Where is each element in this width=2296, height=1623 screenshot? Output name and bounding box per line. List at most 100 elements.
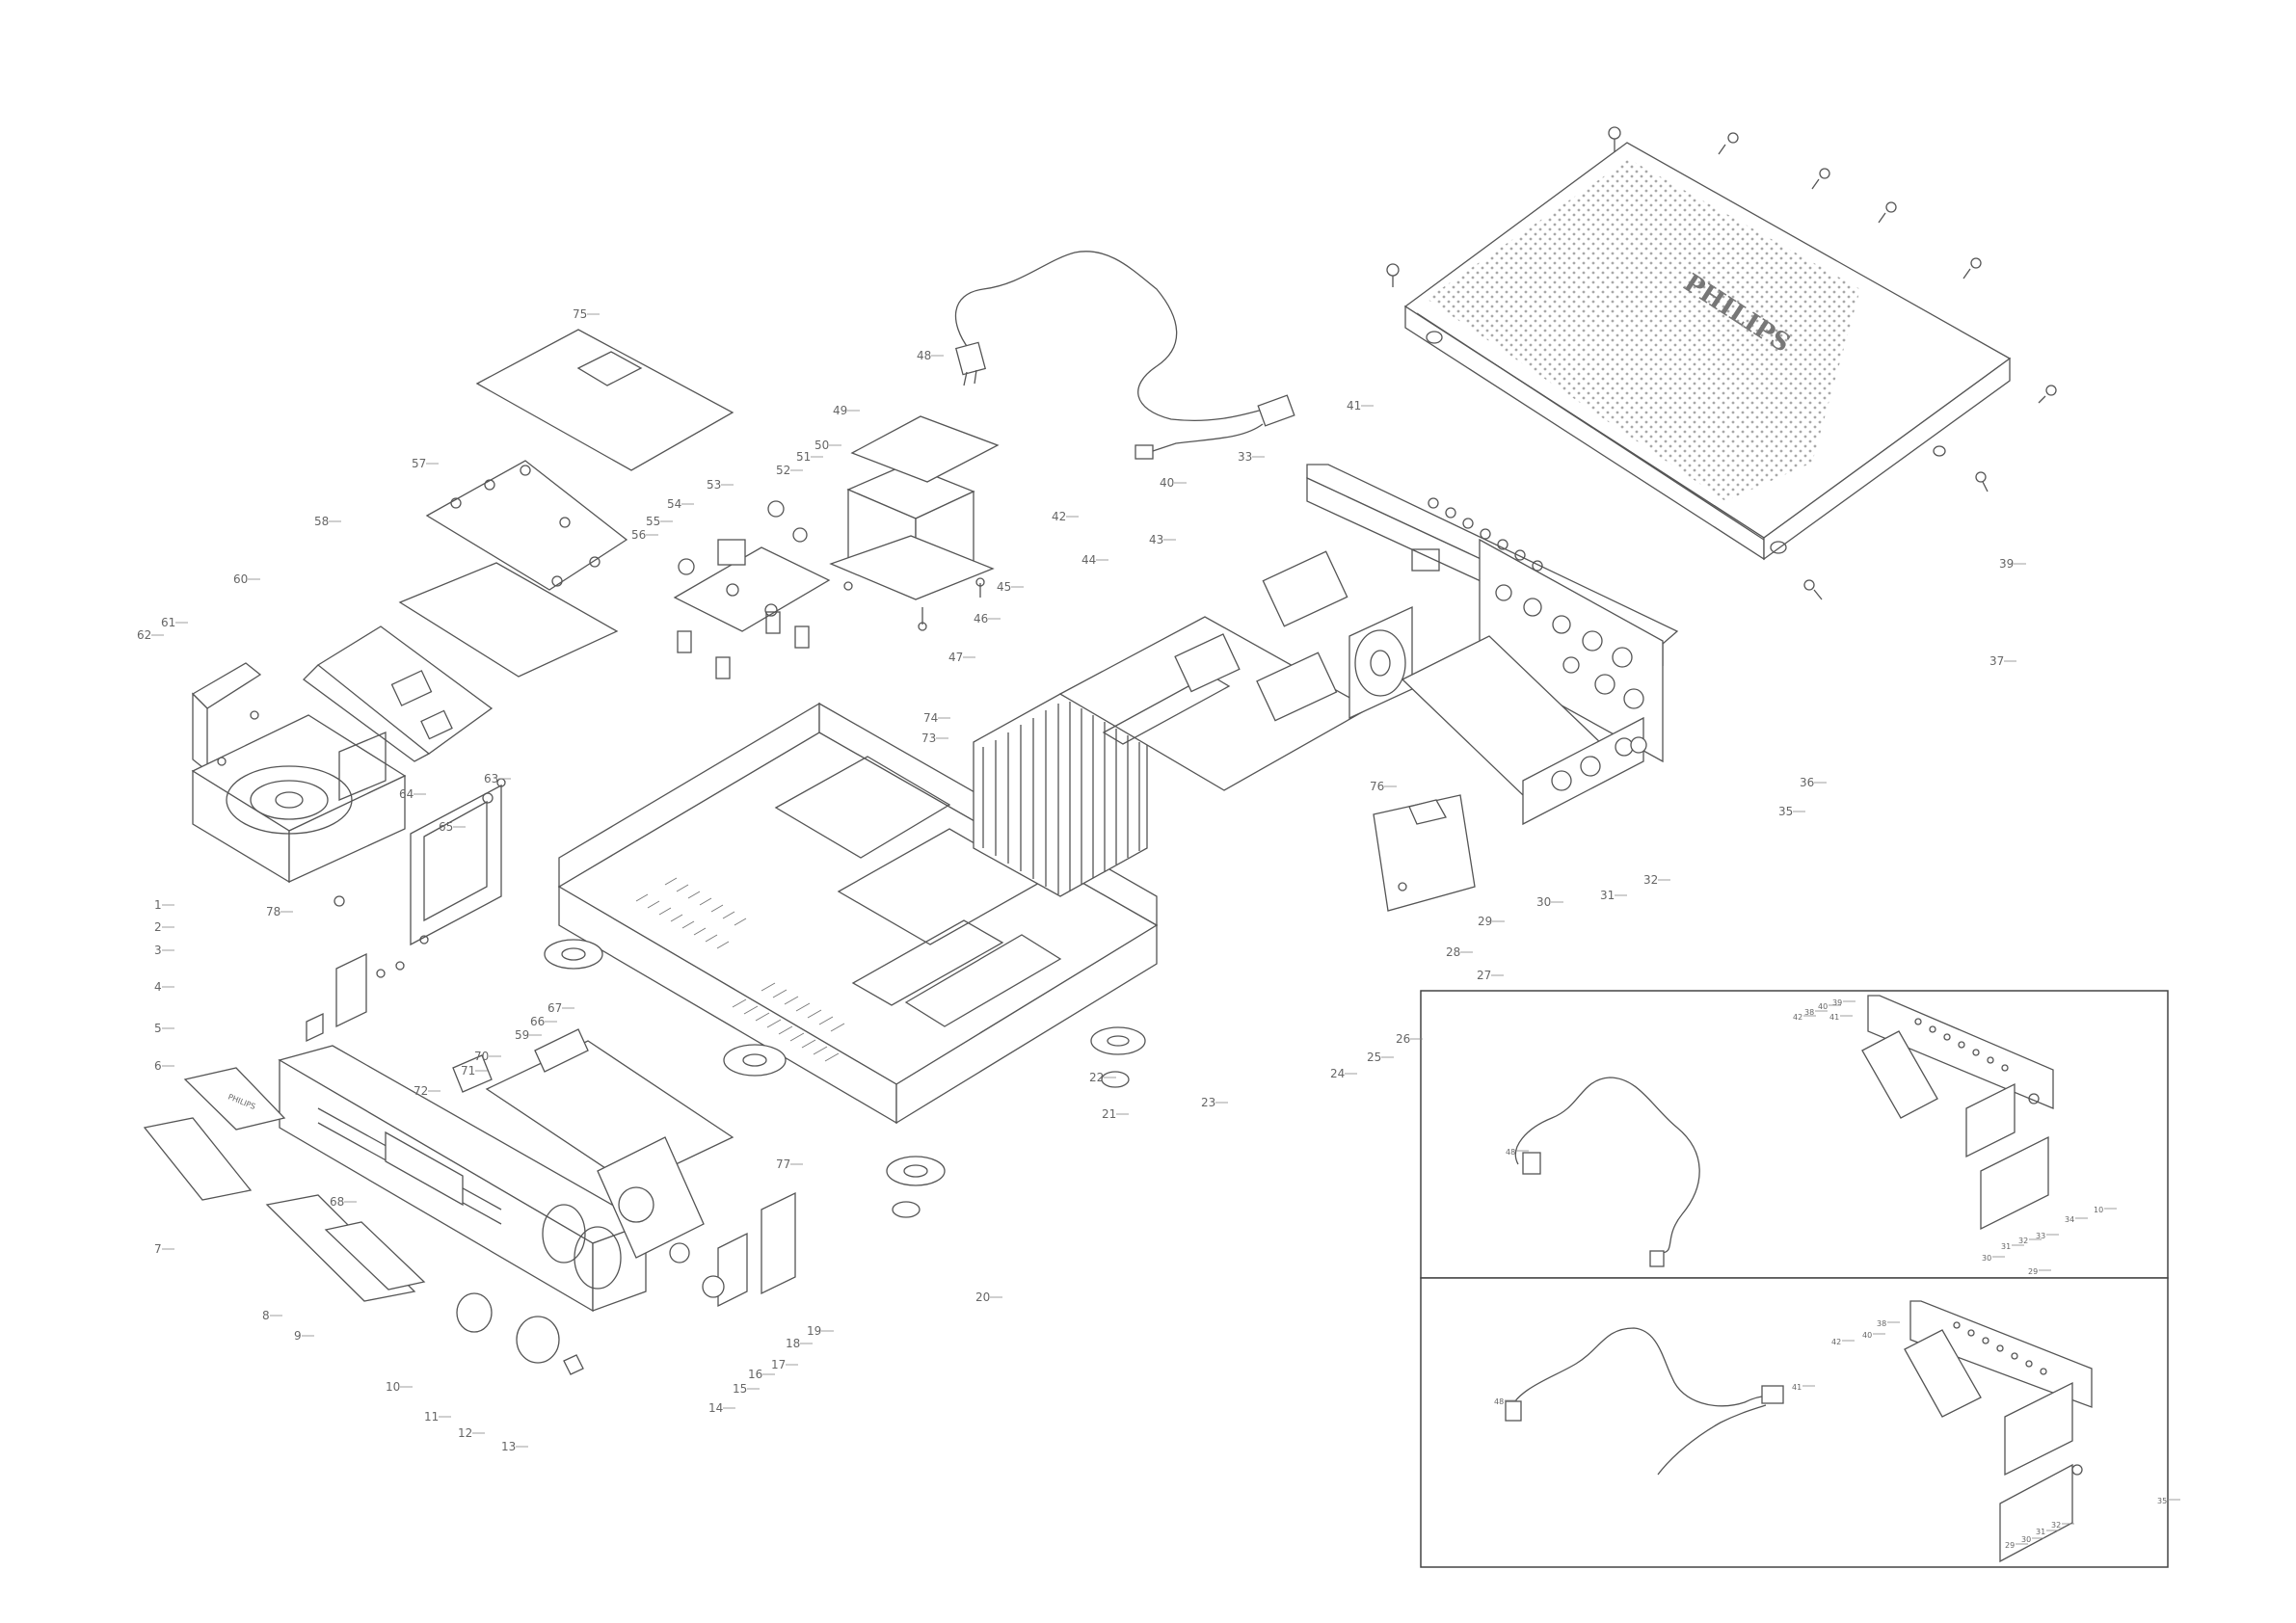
inset-variant-2 [1420, 1277, 2169, 1568]
loader-bracket [410, 778, 506, 946]
callout-label: 22 [1089, 1071, 1104, 1084]
callout-label: 15 [733, 1382, 747, 1396]
callout-label: 14 [708, 1401, 723, 1415]
callout-label: 42 [1831, 1338, 1841, 1346]
cover-screws [1386, 126, 2057, 600]
back-panel-screws [1428, 497, 1543, 572]
callout-label: 50 [814, 439, 829, 452]
callout-label: 13 [501, 1440, 516, 1453]
callout-label: 10 [386, 1380, 400, 1394]
callout-label: 2 [154, 920, 162, 934]
callout-label: 41 [1347, 399, 1361, 412]
front-inner-board [452, 1028, 796, 1308]
chassis [557, 702, 1159, 1125]
label-sheet [850, 415, 1000, 483]
main-callout-labels: 7557586061624849505152535455564741334042… [137, 307, 2026, 1453]
callout-label: 49 [833, 404, 847, 417]
callout-label: 21 [1102, 1107, 1116, 1121]
front-brackets [306, 952, 405, 1043]
callout-label: 32 [1643, 873, 1658, 887]
callout-label: 32 [2051, 1521, 2061, 1530]
callout-label: 20 [975, 1290, 990, 1304]
callout-label: 35 [2157, 1497, 2167, 1505]
callout-label: 8 [262, 1309, 270, 1322]
callout-label: 73 [921, 732, 936, 745]
main-pcb-60 [303, 625, 494, 762]
callout-label: 30 [2021, 1535, 2031, 1544]
callout-label: 68 [330, 1195, 344, 1209]
callout-label: 48 [917, 349, 931, 362]
callout-label: 17 [771, 1358, 786, 1371]
callout-label: 59 [515, 1028, 529, 1042]
front-sub-panel: PHILIPS [143, 1067, 286, 1201]
pcb-57 [425, 460, 628, 591]
dvd-loader [191, 662, 407, 907]
callout-label: 18 [786, 1337, 800, 1350]
callout-label: 66 [530, 1015, 545, 1028]
side-plate [1373, 794, 1476, 912]
top-cover: PHILIPS [1403, 142, 2012, 561]
callout-label: 31 [2036, 1528, 2045, 1536]
callout-label: 75 [573, 307, 587, 321]
feet [544, 939, 1146, 1218]
callout-label: 52 [776, 464, 790, 477]
callout-label: 29 [2028, 1267, 2038, 1276]
callout-label: 31 [1600, 889, 1615, 902]
callout-label: 6 [154, 1059, 162, 1073]
callout-label: 3 [154, 944, 162, 957]
callout-label: 5 [154, 1022, 162, 1035]
callout-label: 25 [1367, 1051, 1381, 1064]
callout-label: 71 [461, 1064, 475, 1078]
insulation-sheet [398, 562, 619, 678]
callout-label: 76 [1370, 780, 1384, 793]
callout-label: 30 [1536, 895, 1551, 909]
callout-label: 11 [424, 1410, 439, 1423]
callout-label: 37 [1989, 654, 2004, 668]
callout-label: 45 [997, 580, 1011, 594]
callout-label: 77 [776, 1157, 790, 1171]
callout-label: 48 [1494, 1397, 1504, 1406]
callout-label: 16 [748, 1368, 762, 1381]
callout-label: 24 [1330, 1067, 1345, 1080]
callout-label: 27 [1477, 969, 1491, 982]
callout-label: 23 [1201, 1096, 1215, 1109]
callout-label: 64 [399, 787, 414, 801]
power-cord [954, 251, 1295, 460]
fan [1348, 605, 1413, 720]
amp-pcb [1058, 550, 1371, 791]
callout-label: 72 [414, 1084, 428, 1098]
callout-label: 28 [1446, 945, 1460, 959]
callout-label: 7 [154, 1242, 162, 1256]
callout-label: 56 [631, 528, 646, 542]
knobs [456, 1292, 584, 1375]
callout-label: 42 [1793, 1013, 1802, 1022]
callout-label: 30 [1982, 1254, 1991, 1263]
callout-label: 38 [1877, 1319, 1886, 1328]
callout-label: 33 [1238, 450, 1252, 464]
callout-label: 42 [1052, 510, 1066, 523]
callout-label: 63 [484, 772, 498, 785]
callout-label: 4 [154, 980, 162, 994]
callout-label: 34 [2065, 1215, 2074, 1224]
cover-plate-75 [475, 329, 734, 471]
callout-label: 40 [1818, 1002, 1828, 1011]
callout-label: 44 [1081, 553, 1096, 567]
rear-io-board [1401, 635, 1647, 826]
callout-label: 60 [233, 572, 248, 586]
callout-label: 19 [807, 1324, 821, 1338]
callout-label: 39 [1999, 557, 2014, 571]
callout-label: 29 [1478, 915, 1492, 928]
callout-label: 29 [2005, 1541, 2015, 1550]
callout-label: 58 [314, 515, 329, 528]
callout-label: 48 [1506, 1148, 1515, 1157]
callout-label: 55 [646, 515, 660, 528]
callout-label: 57 [412, 457, 426, 470]
callout-label: 41 [1792, 1383, 1802, 1392]
callout-label: 51 [796, 450, 811, 464]
callout-label: 35 [1778, 805, 1793, 818]
callout-label: 78 [266, 905, 280, 918]
transformer [829, 464, 995, 631]
